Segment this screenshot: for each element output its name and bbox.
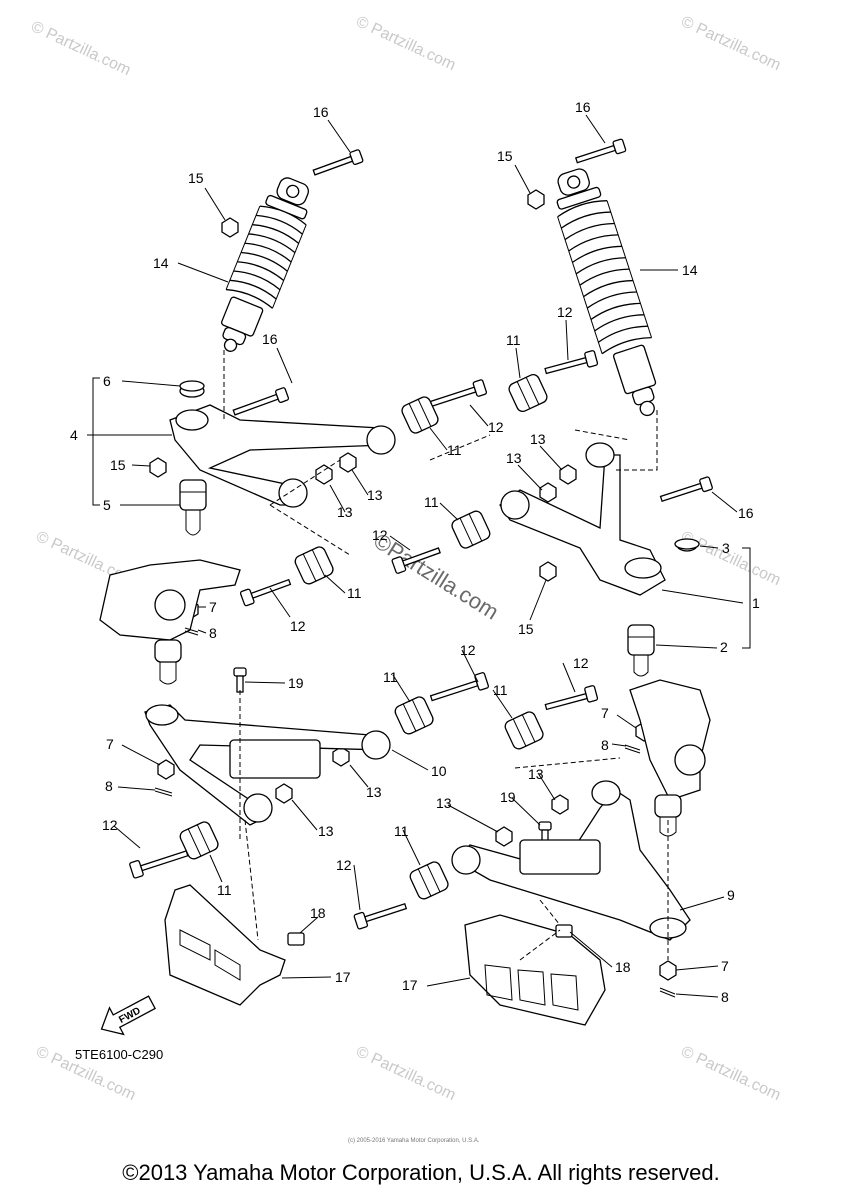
- callout-16: 16: [575, 99, 591, 115]
- watermark: © Partzilla.com: [28, 18, 133, 79]
- callout-18: 18: [310, 905, 326, 921]
- left-steering-knuckle: [99, 559, 241, 685]
- callout-labels: 16 15 14 16 6 4 15 5 7 8 12 11 13 13 11 …: [70, 99, 760, 1005]
- callout-11: 11: [347, 585, 362, 601]
- diagram-code: 5TE6100-C290: [75, 1047, 163, 1062]
- callout-13: 13: [367, 487, 383, 503]
- callout-11: 11: [447, 442, 462, 458]
- callout-14: 14: [682, 262, 698, 278]
- callout-17: 17: [402, 977, 418, 993]
- callout-12: 12: [573, 655, 589, 671]
- left-upper-arm: [169, 384, 396, 536]
- watermark: © Partzilla.com: [353, 1043, 458, 1104]
- bolts: [129, 138, 713, 930]
- callout-12: 12: [488, 419, 504, 435]
- left-guard: [164, 884, 286, 1006]
- callout-11: 11: [394, 823, 409, 839]
- callout-15: 15: [518, 621, 534, 637]
- right-guard: [464, 914, 606, 1026]
- callout-7: 7: [601, 705, 609, 721]
- small-fasteners: [154, 380, 700, 998]
- callout-12: 12: [290, 618, 306, 634]
- watermark: © Partzilla.com: [678, 13, 783, 74]
- callout-19: 19: [500, 789, 516, 805]
- callout-13: 13: [366, 784, 382, 800]
- right-steering-knuckle: [629, 679, 711, 837]
- callout-7: 7: [721, 958, 729, 974]
- right-lower-arm: [451, 780, 691, 941]
- callout-12: 12: [460, 642, 476, 658]
- callout-15: 15: [497, 148, 513, 164]
- callout-11: 11: [493, 682, 508, 698]
- forward-arrow: FWD: [100, 995, 157, 1036]
- leader-lines: [87, 114, 744, 998]
- watermark: © Partzilla.com: [353, 13, 458, 74]
- callout-8: 8: [601, 737, 609, 753]
- left-lower-arm: [144, 704, 391, 826]
- callout-5: 5: [103, 497, 111, 513]
- nuts: [149, 189, 677, 981]
- left-shock-absorber: [221, 177, 309, 352]
- center-watermark: ©Partzilla.com: [369, 528, 503, 625]
- callout-8: 8: [209, 625, 217, 641]
- callout-11: 11: [217, 882, 232, 898]
- callout-2: 2: [720, 639, 728, 655]
- callout-11: 11: [383, 669, 398, 685]
- callout-7: 7: [209, 599, 217, 615]
- callout-1: 1: [752, 595, 760, 611]
- callout-12: 12: [102, 817, 118, 833]
- callout-4: 4: [70, 427, 78, 443]
- dashed-grouping-lines: [223, 350, 669, 961]
- callout-12: 12: [557, 304, 573, 320]
- callout-19: 19: [288, 675, 304, 691]
- callout-16: 16: [313, 104, 329, 120]
- callout-16: 16: [262, 331, 278, 347]
- right-shock-absorber: [556, 168, 657, 417]
- callout-10: 10: [431, 763, 447, 779]
- callout-14: 14: [153, 255, 169, 271]
- callout-16: 16: [738, 505, 754, 521]
- callout-18: 18: [615, 959, 631, 975]
- callout-8: 8: [721, 989, 729, 1005]
- brackets: [92, 377, 751, 649]
- callout-11: 11: [506, 332, 521, 348]
- callout-13: 13: [337, 504, 353, 520]
- tiny-notice: (c) 2005-2016 Yamaha Motor Corporation, …: [348, 1138, 480, 1144]
- callout-13: 13: [506, 450, 522, 466]
- callout-11: 11: [424, 494, 439, 510]
- bushings: [179, 373, 548, 900]
- right-upper-arm: [499, 442, 698, 677]
- callout-13: 13: [528, 766, 544, 782]
- callout-6: 6: [103, 373, 111, 389]
- callout-13: 13: [530, 431, 546, 447]
- watermark: © Partzilla.com: [678, 1043, 783, 1104]
- callout-12: 12: [336, 857, 352, 873]
- copyright-notice: ©2013 Yamaha Motor Corporation, U.S.A. A…: [122, 1160, 720, 1185]
- callout-13: 13: [436, 795, 452, 811]
- fwd-label: FWD: [117, 1005, 142, 1025]
- watermark: © Partzilla.com: [678, 528, 783, 589]
- callout-9: 9: [727, 887, 735, 903]
- callout-15: 15: [110, 457, 126, 473]
- callout-3: 3: [722, 540, 730, 556]
- callout-17: 17: [335, 969, 351, 985]
- callout-8: 8: [105, 778, 113, 794]
- callout-7: 7: [106, 736, 114, 752]
- callout-15: 15: [188, 170, 204, 186]
- callout-12: 12: [372, 527, 388, 543]
- callout-13: 13: [318, 823, 334, 839]
